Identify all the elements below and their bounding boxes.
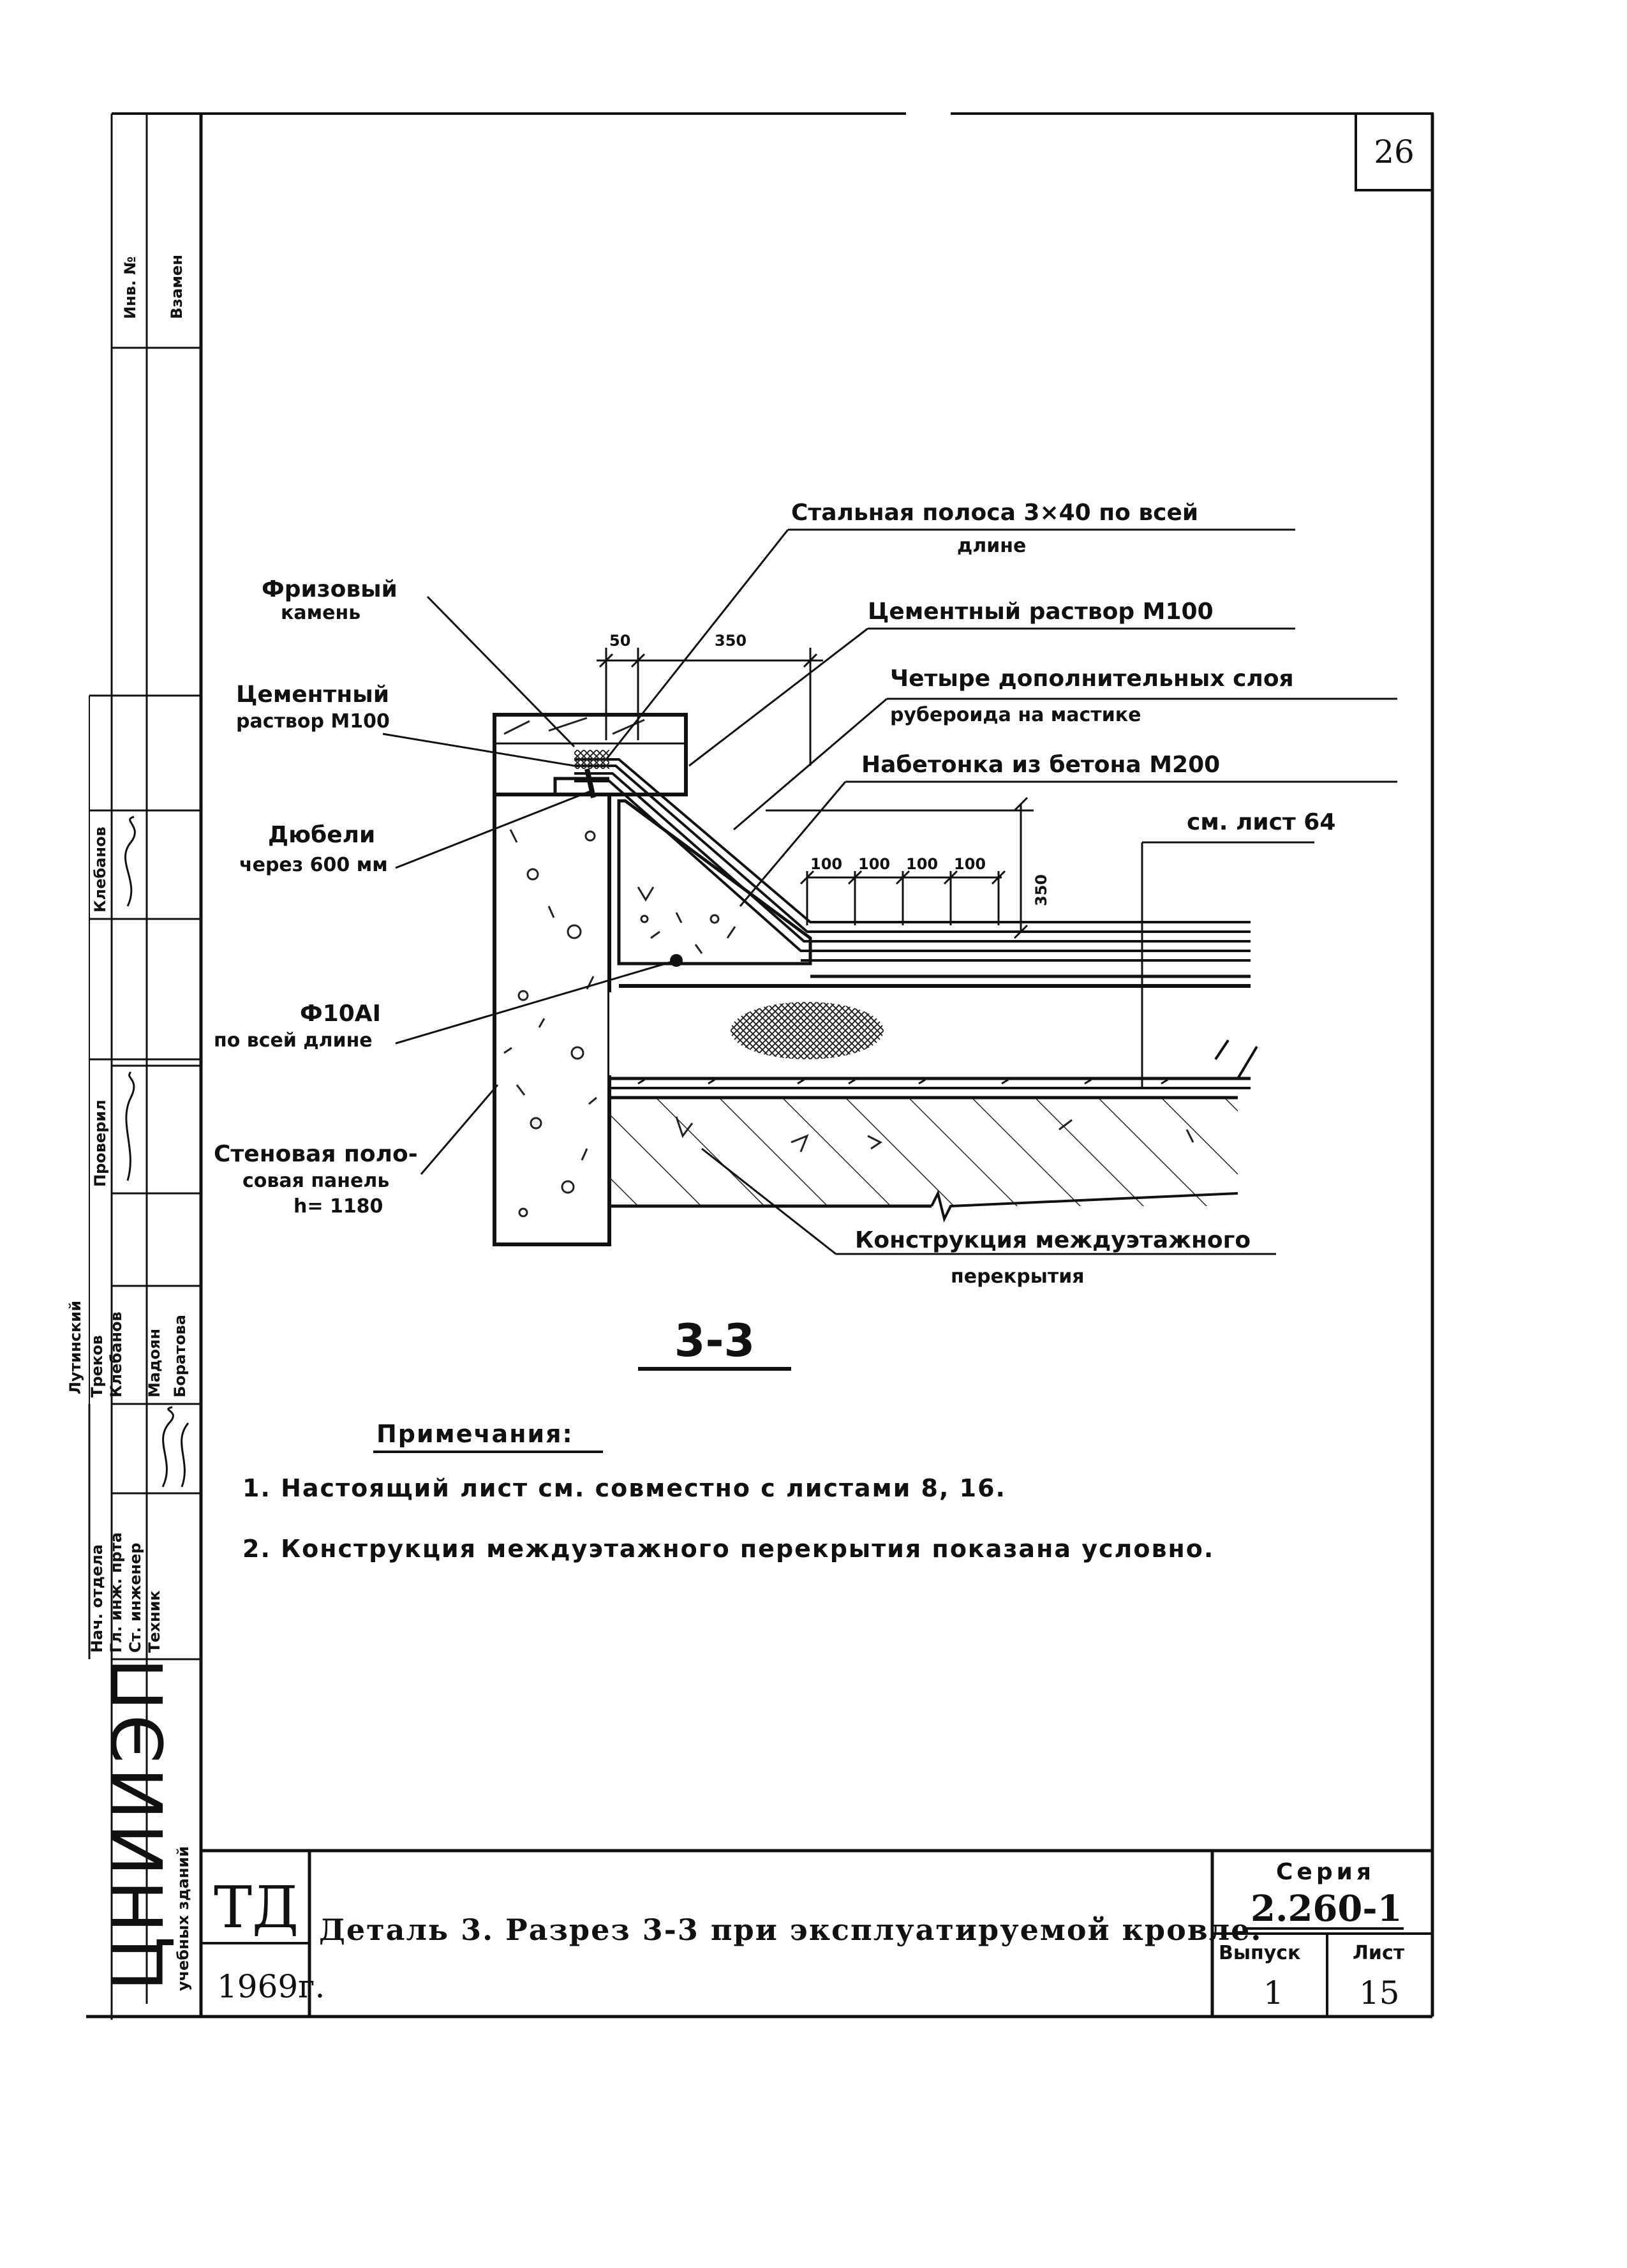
- label-frieze-stone-2: камень: [281, 602, 360, 624]
- dim-350-top: 350: [715, 632, 747, 650]
- label-cement-mortar-left-1: Цементный: [236, 682, 389, 708]
- checked-label: Проверил: [91, 1100, 109, 1187]
- label-floor-construction-1: Конструкция междуэтажного: [855, 1227, 1251, 1253]
- dim-100-d: 100: [954, 855, 986, 873]
- organization-sub: учебных зданий: [174, 1846, 192, 1991]
- label-steel-strip-1: Стальная полоса 3×40 по всей: [791, 500, 1198, 526]
- page-number: 26: [1374, 133, 1415, 170]
- label-rebar-2: по всей длине: [214, 1029, 373, 1052]
- issue-label: Выпуск: [1219, 1942, 1300, 1964]
- dim-100-c: 100: [906, 855, 938, 873]
- callouts: Стальная полоса 3×40 по всей длине Фризо…: [214, 500, 1335, 1288]
- author-label: Клебанов: [91, 826, 109, 913]
- dim-100-a: 100: [810, 855, 842, 873]
- membrane-layers: [574, 750, 1251, 988]
- floor-slab: [609, 992, 1258, 1223]
- series-label: Серия: [1276, 1859, 1375, 1885]
- notes-heading: Примечания:: [376, 1420, 574, 1448]
- signature-checked: [125, 1071, 135, 1181]
- leader-lines: [382, 528, 1397, 1255]
- label-frieze-stone-1: Фризовый: [262, 576, 397, 602]
- dim-50: 50: [609, 632, 630, 650]
- dimensions: [597, 648, 1034, 939]
- organization-name: ЦНИИЭП: [98, 1654, 179, 1991]
- label-wall-panel-3: h= 1180: [293, 1195, 383, 1218]
- wall-panel: [493, 713, 688, 1246]
- name-2: Клебанов: [107, 1311, 125, 1398]
- label-cement-mortar-left-2: раствор М100: [236, 710, 390, 733]
- label-steel-strip-2: длине: [957, 535, 1026, 557]
- name-1: Треков: [88, 1335, 106, 1398]
- label-see-sheet: см. лист 64: [1187, 809, 1335, 835]
- replaces-label: Взамен: [168, 255, 186, 319]
- series-value: 2.260-1: [1251, 1888, 1402, 1930]
- role-4: Техник: [145, 1590, 163, 1653]
- label-floor-construction-2: перекрытия: [951, 1265, 1085, 1288]
- dim-350-vertical: 350: [1032, 874, 1050, 906]
- note-1: 1. Настоящий лист см. совместно с листам…: [242, 1474, 1006, 1502]
- sheet-title: Деталь 3. Разрез 3-3 при эксплуатируемой…: [319, 1913, 1262, 1947]
- signature-2: [181, 1422, 189, 1488]
- label-dowels-2: через 600 мм: [239, 854, 388, 876]
- label-cement-mortar-top: Цементный раствор М100: [868, 599, 1214, 625]
- role-2: Гл. инж. прта: [107, 1532, 125, 1653]
- td-mark: ТД: [214, 1874, 299, 1941]
- signature-author: [124, 816, 136, 907]
- name-3: Мадоян: [145, 1329, 163, 1398]
- note-2: 2. Конструкция междуэтажного перекрытия …: [242, 1535, 1214, 1563]
- notes: Примечания: 1. Настоящий лист см. совмес…: [242, 1420, 1214, 1563]
- inv-no-label: Инв. №: [121, 257, 139, 319]
- label-wall-panel-2: совая панель: [242, 1170, 389, 1192]
- sheet-label: Лист: [1353, 1942, 1405, 1964]
- name-4: Боратова: [171, 1315, 189, 1398]
- label-wall-panel-1: Стеновая поло-: [214, 1141, 418, 1167]
- label-rebar-1: Ф10АI: [300, 1001, 381, 1027]
- role-3: Ст. инженер: [126, 1542, 144, 1653]
- issue-value: 1: [1263, 1974, 1284, 2011]
- concrete-topping: [617, 799, 812, 966]
- section-mark: 3-3: [674, 1315, 755, 1367]
- label-four-layers-1: Четыре дополнительных слоя: [890, 666, 1294, 692]
- label-concrete-topping: Набетонка из бетона М200: [861, 752, 1220, 778]
- dim-100-b: 100: [858, 855, 890, 873]
- signature-1: [161, 1406, 174, 1488]
- label-dowels-1: Дюбели: [268, 822, 375, 848]
- title-block: [201, 1849, 1432, 2017]
- sheet-value: 15: [1359, 1974, 1400, 2011]
- role-1: Нач. отдела: [88, 1544, 106, 1653]
- label-four-layers-2: рубероида на мастике: [890, 704, 1141, 726]
- year: 1969г.: [217, 1968, 325, 2005]
- side-stamp: Инв. № Взамен Лутинский Проверил Клебано…: [66, 255, 192, 1991]
- lutinsky-label: Лутинский: [66, 1301, 84, 1394]
